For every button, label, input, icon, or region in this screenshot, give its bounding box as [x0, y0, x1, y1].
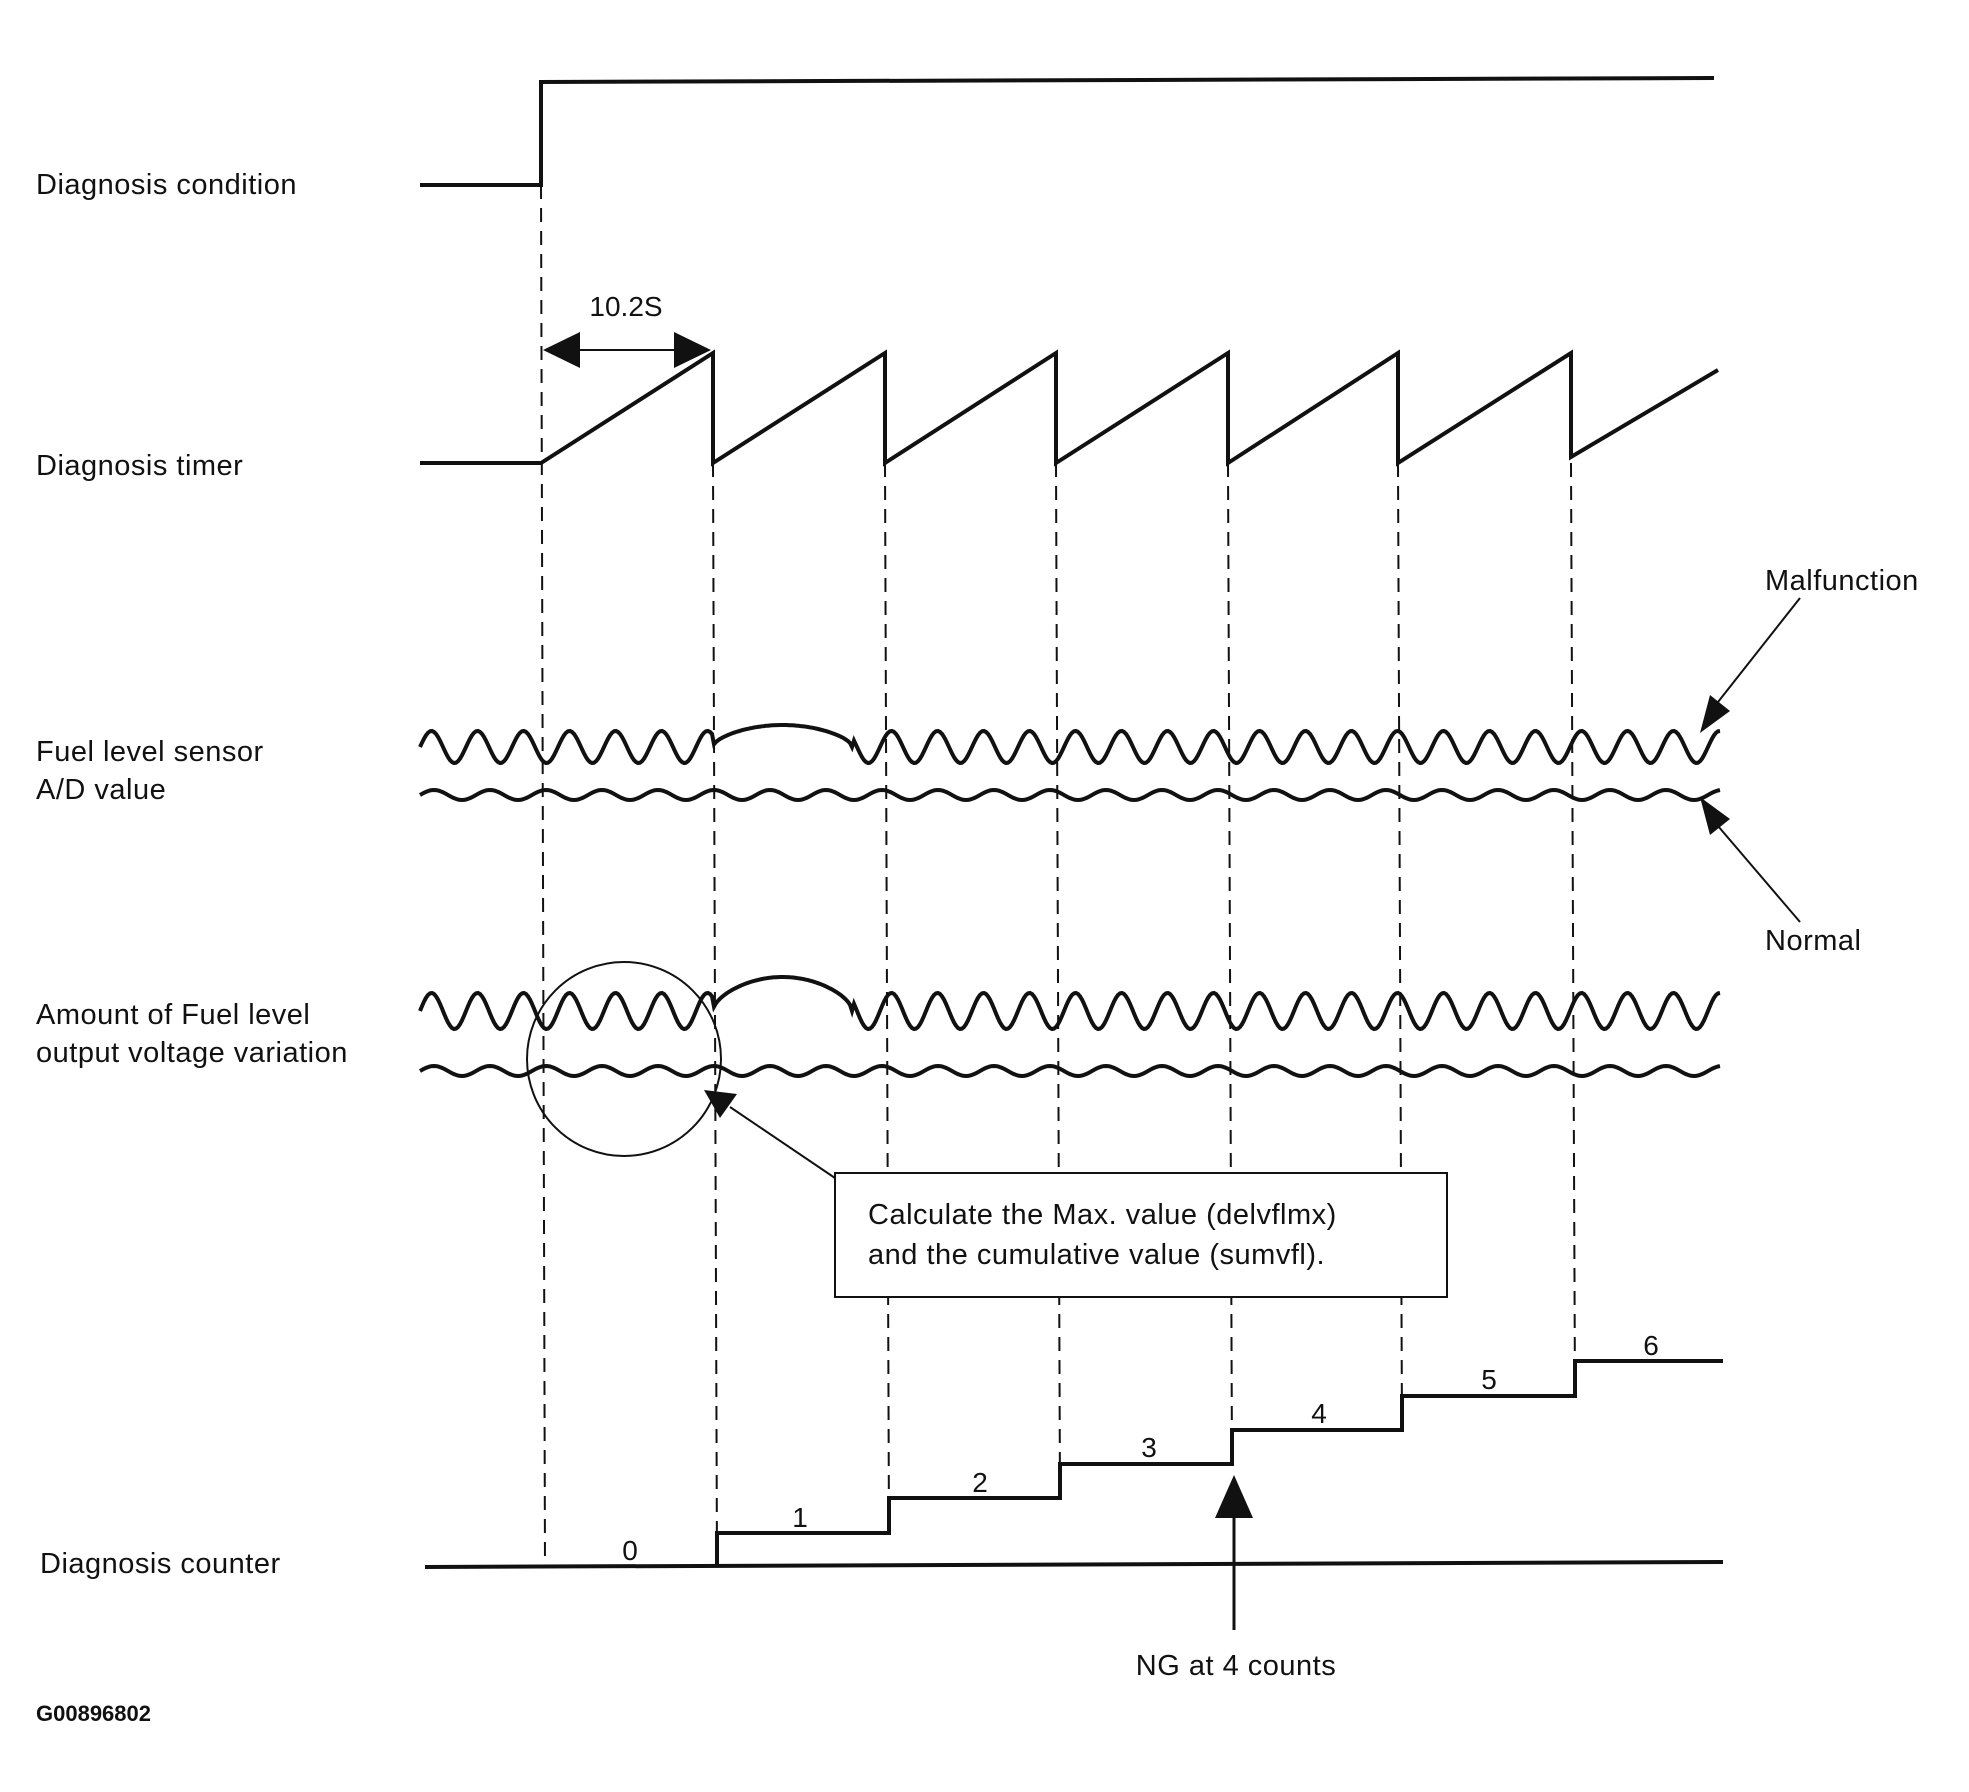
label-fuel-sensor-line1: Fuel level sensor [36, 736, 264, 768]
callout-line2: and the cumulative value (sumvfl). [868, 1239, 1325, 1271]
counter-value-5: 5 [1481, 1364, 1497, 1395]
counter-value-3: 3 [1141, 1432, 1157, 1463]
ng-note: NG at 4 counts [1136, 1650, 1336, 1682]
label-diagnosis-timer: Diagnosis timer [36, 450, 243, 482]
normal-label: Normal [1765, 925, 1861, 957]
callout-box [834, 1172, 1448, 1298]
counter-staircase [715, 1359, 1723, 1565]
label-diagnosis-counter: Diagnosis counter [40, 1548, 281, 1580]
malfunction-label: Malfunction [1765, 565, 1919, 597]
timer-period-label: 10.2S [589, 291, 662, 322]
fuel-sensor-normal-wave [419, 787, 1721, 803]
sample-window-circle [526, 961, 722, 1157]
variation-normal-wave [419, 1063, 1721, 1079]
label-diagnosis-condition: Diagnosis condition [36, 169, 297, 201]
counter-value-1: 1 [792, 1502, 808, 1533]
figure-id: G00896802 [36, 1701, 151, 1726]
normal-pointer [1700, 797, 1801, 923]
callout-pointer [704, 1090, 836, 1179]
counter-value-2: 2 [972, 1467, 988, 1498]
callout-line1: Calculate the Max. value (delvflmx) [868, 1199, 1337, 1231]
ng-pointer [1215, 1475, 1253, 1630]
counter-value-4: 4 [1311, 1398, 1327, 1429]
counter-value-0: 0 [622, 1535, 638, 1566]
label-voltage-variation-line1: Amount of Fuel level [36, 999, 310, 1031]
variation-malfunction-wave [418, 975, 1721, 1032]
counter-value-6: 6 [1643, 1330, 1659, 1361]
label-fuel-sensor-line2: A/D value [36, 774, 166, 806]
counter-baseline [424, 1560, 1724, 1569]
fuel-sensor-malfunction-wave [418, 723, 1721, 766]
malfunction-pointer [1700, 597, 1801, 733]
diagnosis-condition-waveform [420, 76, 1715, 187]
period-dimension [543, 332, 711, 368]
diagnosis-timer-waveform [420, 349, 1720, 467]
label-voltage-variation-line2: output voltage variation [36, 1037, 348, 1069]
